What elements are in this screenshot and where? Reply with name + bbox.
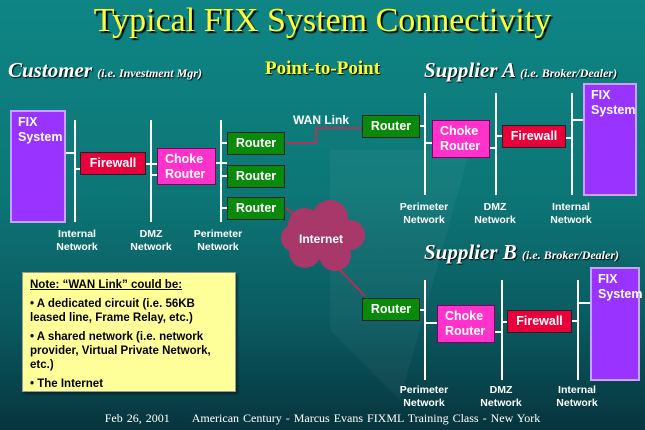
note-item: • The Internet [30,378,104,390]
supplier-a-heading: Supplier A (i.e. Broker/Dealer) [424,58,617,83]
supplier-a-router: Router [362,115,420,138]
note-item: • A shared network (i.e. network provide… [30,331,211,371]
customer-firewall: Firewall [80,152,146,175]
supplier-b-heading-text: Supplier B [424,240,517,264]
supplier-a-fix-system: FIX System [583,83,637,196]
internet-link-line [285,207,296,216]
supplier-a-dmz-network-label: DMZ Network [474,201,516,226]
footer-text: American Century - Marcus Evans FIXML Tr… [191,411,541,425]
supplier-a-heading-text: Supplier A [424,58,515,82]
customer-router-wan: Router [227,132,285,155]
internet-cloud [281,200,365,271]
customer-internal-network-label: Internal Network [56,228,98,253]
customer-heading: Customer (i.e. Investment Mgr) [8,58,202,83]
supplier-b-choke-router: Choke Router [437,305,495,343]
supplier-b-perimeter-network-label: Perimeter Network [399,384,449,409]
supplier-b-subheading: (i.e. Broker/Dealer) [522,248,620,262]
note-title: Note: “WAN Link” could be: [30,279,183,291]
customer-router-2: Router [227,165,285,188]
customer-router-internet: Router [227,197,285,220]
customer-perimeter-network-label: Perimeter Network [193,228,243,253]
supplier-a-perimeter-network-label: Perimeter Network [399,201,449,226]
supplier-a-firewall: Firewall [502,125,566,148]
supplier-b-heading: Supplier B (i.e. Broker/Dealer) [424,240,619,265]
wan-link-line [286,127,362,144]
slide-title: Typical FIX System Connectivity [93,2,552,39]
point-to-point-label: Point-to-Point [265,58,381,79]
customer-dmz-network-label: DMZ Network [130,228,172,253]
footer: Feb 26, 2001 American Century - Marcus Ev… [0,411,645,426]
supplier-b-fix-system: FIX System [590,267,642,381]
footer-date: Feb 26, 2001 [104,411,170,425]
internet-label: Internet [298,232,343,246]
customer-fix-system: FIX System [10,110,66,223]
customer-choke-router: Choke Router [157,148,216,185]
customer-heading-text: Customer [8,58,93,82]
network-segments [65,93,590,380]
supplier-a-subheading: (i.e. Broker/Dealer) [520,66,618,80]
customer-subheading: (i.e. Investment Mgr) [97,66,202,80]
supplier-b-firewall: Firewall [507,310,572,333]
wan-link-label: WAN Link [293,113,349,127]
supplier-b-dmz-network-label: DMZ Network [480,384,522,409]
supplier-b-router: Router [362,298,420,321]
supplier-b-internal-network-label: Internal Network [556,384,598,409]
note-item: • A dedicated circuit (i.e. 56KB leased … [30,298,195,324]
supplier-a-choke-router: Choke Router [432,120,490,158]
internet-to-supplier-b-line [334,264,366,297]
supplier-a-internal-network-label: Internal Network [550,201,592,226]
wan-link-note: Note: “WAN Link” could be: • A dedicated… [22,272,236,392]
